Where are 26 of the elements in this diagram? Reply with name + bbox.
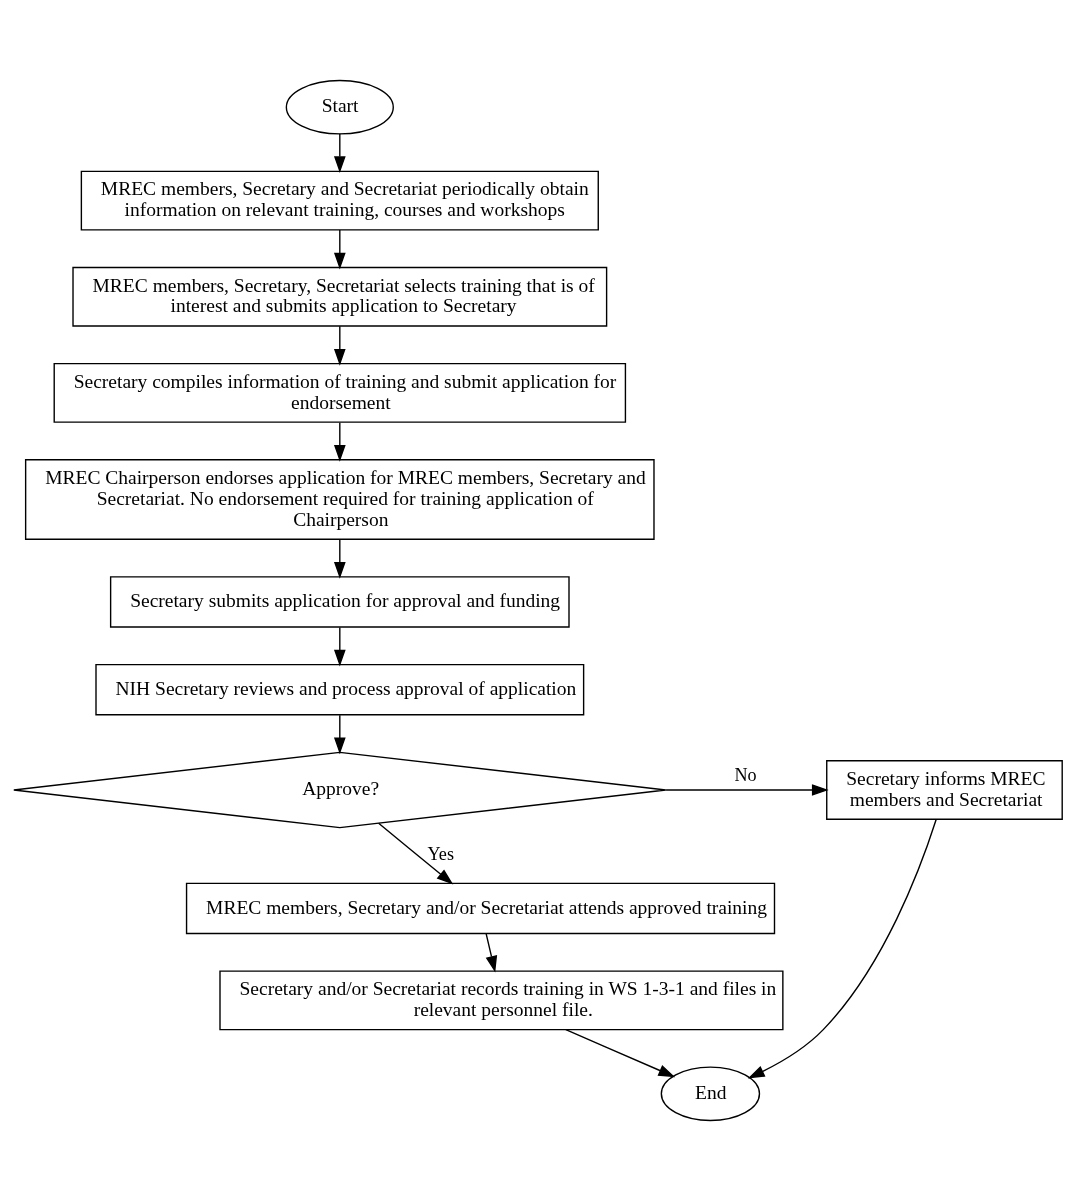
arrow [333, 626, 346, 667]
node-ellipse: End [660, 1066, 761, 1122]
edge-label: Yes [427, 844, 454, 865]
node-box: NIH Secretary reviews and process approval of application [95, 663, 585, 716]
arrow [333, 325, 346, 366]
arrow [485, 933, 498, 973]
arrow [333, 539, 346, 579]
node-box: MREC members, Secretary and Secretariat periodically obtain information on relevant training, courses and workshops [80, 170, 599, 231]
arrow [565, 1029, 676, 1078]
node-box: Secretary compiles information of training and submit application for endorsement [53, 362, 627, 423]
arrow [747, 818, 937, 1079]
node-box: MREC Chairperson endorses application for MREC members, Secretary and Secretariat. No endorsement required for training application of Chairperson [24, 459, 655, 540]
arrow [333, 421, 346, 462]
arrow [333, 229, 346, 270]
arrow [377, 822, 454, 885]
node-ellipse: Start [285, 79, 394, 135]
arrow [665, 784, 829, 796]
node-diamond: Approve? [13, 751, 667, 829]
node-box: MREC members, Secretary, Secretariat selects training that is of interest and submits application to Secretary [72, 266, 608, 327]
arrow [333, 714, 346, 755]
edge-label: No [734, 764, 757, 785]
node-box: Secretary and/or Secretariat records training in WS 1-3-1 and files in relevant personnel file. [219, 970, 784, 1031]
node-box: Secretary informs MREC members and Secretariat [826, 760, 1063, 820]
node-box: MREC members, Secretary and/or Secretariat attends approved training [185, 882, 776, 935]
arrow [333, 133, 346, 174]
node-box: Secretary submits application for approval and funding [109, 576, 570, 628]
